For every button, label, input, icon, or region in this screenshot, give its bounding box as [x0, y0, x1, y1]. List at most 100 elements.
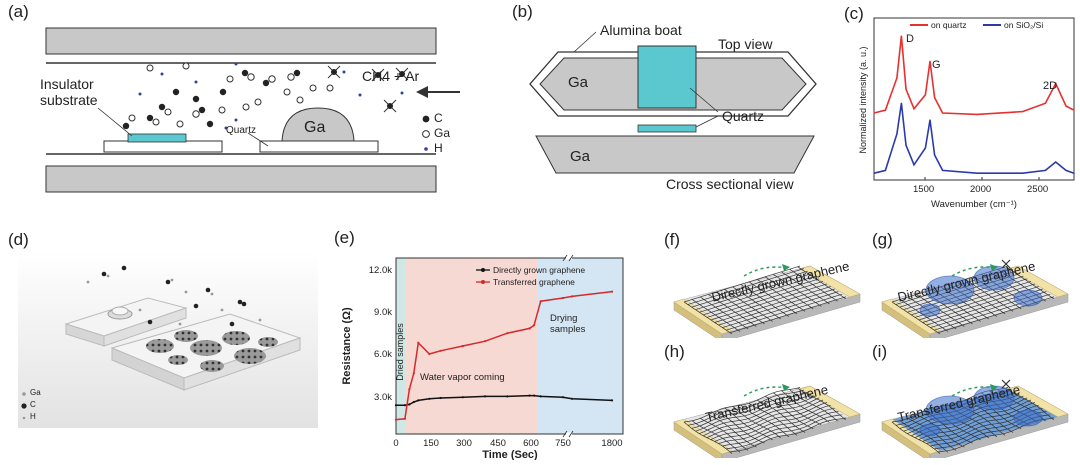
- legend-c: C: [434, 111, 443, 125]
- resistance-point-1-8: [483, 340, 487, 343]
- raman-x-tick-2500: 2500: [1027, 184, 1048, 195]
- panel-e: (e) 3.0k 6.0k 9.0k 12.0k 0 150 300 450 6…: [330, 222, 650, 461]
- panel-label-e: (e): [334, 228, 355, 247]
- legend-h-d: H: [30, 412, 36, 421]
- x-tick-1800: 1800: [601, 438, 622, 449]
- legend-ga-icon-d: [22, 392, 26, 396]
- panel-b: (b) Alumina boat Top view Ga Quartz Ga C…: [500, 0, 830, 205]
- panel-label-f: (f): [664, 230, 681, 249]
- raman-spectra-chart: on quartz on SiO₂/Si D G 2D 1500 2000 25…: [858, 17, 1075, 210]
- panel-label-b: (b): [512, 2, 533, 21]
- raman-point-0-4: [905, 88, 907, 90]
- tube-bottom-wall: [45, 165, 437, 193]
- region-dried: [396, 258, 405, 434]
- region-drying: [537, 258, 623, 434]
- insulator-substrate: [127, 133, 187, 143]
- x-tick-600: 600: [523, 438, 539, 449]
- electrode-left: [673, 298, 733, 335]
- resistance-point-1-4: [417, 341, 420, 344]
- raman-point-0-7: [929, 60, 931, 62]
- quartz-top-view: [637, 45, 697, 109]
- resistance-point-0-6: [439, 396, 442, 400]
- graphene-domains: [146, 330, 278, 372]
- raman-point-1-12: [1044, 169, 1047, 171]
- resistance-point-0-15: [610, 399, 614, 402]
- raman-point-0-0: [873, 112, 875, 114]
- insulator-label-1: Insulator: [40, 76, 94, 92]
- resistance-point-1-15: [610, 290, 614, 293]
- resistance-point-0-4: [417, 399, 420, 402]
- legend-marker-direct: [481, 268, 485, 272]
- region-water: [405, 258, 537, 434]
- electrode-right: [1007, 265, 1069, 298]
- legend-c-d: C: [30, 400, 36, 409]
- water-droplet-0: [925, 395, 975, 425]
- x-tick-750: 750: [555, 438, 571, 449]
- alumina-boat-label: Alumina boat: [600, 22, 682, 38]
- panel-label-h: (h): [664, 342, 685, 361]
- panel-g: (g) Directly grown graphene: [868, 228, 1080, 343]
- raman-point-0-13: [1055, 83, 1057, 85]
- raman-point-0-8: [933, 97, 936, 99]
- raman-legend: on quartz on SiO₂/Si: [910, 20, 1043, 30]
- panel-f: (f) Directly grown graphene: [660, 228, 865, 343]
- graphene-sheet-h: [673, 384, 861, 463]
- legend-h-icon-d: [22, 416, 26, 420]
- panel-label-a: (a): [8, 2, 29, 21]
- resistance-point-0-1: [403, 404, 407, 407]
- gas-molecules: [122, 62, 409, 130]
- water-droplet-0: [925, 275, 975, 305]
- electrode-right: [799, 385, 861, 418]
- resistance-point-0-13: [561, 396, 565, 399]
- resistance-point-0-5: [428, 397, 431, 400]
- legend-text-sio2: on SiO₂/Si: [1004, 20, 1043, 30]
- graphene-sheet-f: [673, 264, 861, 343]
- resistance-point-1-9: [506, 332, 509, 335]
- resistance-point-1-13: [561, 296, 565, 300]
- annotation-water: Water vapor coming: [420, 372, 505, 383]
- graphene-sheet-i: [881, 379, 1069, 463]
- charge-arrow-head: [990, 264, 998, 271]
- x-tick-450: 450: [490, 438, 506, 449]
- legend-ga: Ga: [434, 126, 451, 140]
- raman-x-tick-2000: 2000: [970, 184, 991, 195]
- resistance-point-0-8: [483, 395, 487, 398]
- resistance-point-0-11: [532, 394, 536, 397]
- cross-section-label: Cross sectional view: [666, 176, 794, 192]
- peak-label-2d: 2D: [1043, 80, 1057, 92]
- alumina-boat-schematic: [529, 31, 817, 174]
- gallium-legend-icon: [422, 130, 430, 138]
- ga-cross-label: Ga: [570, 148, 591, 165]
- top-view-label: Top view: [718, 36, 773, 52]
- quartz-side-view: [637, 124, 697, 133]
- ga-droplet-label: Ga: [304, 119, 326, 136]
- raman-point-1-0: [873, 172, 875, 174]
- resistance-point-0-2: [408, 403, 411, 406]
- y-tick-12k: 12.0k: [369, 265, 392, 276]
- raman-series-group: [873, 35, 1075, 174]
- resistance-point-0-7: [461, 396, 464, 399]
- gallium-droplet: [281, 107, 355, 142]
- raman-point-0-2: [896, 77, 898, 79]
- raman-series-1: [873, 103, 1075, 174]
- raman-x-tick-1500: 1500: [913, 184, 934, 195]
- x-tick-150: 150: [423, 438, 439, 449]
- raman-plot-frame: [873, 17, 1075, 181]
- insulator-label-2: substrate: [40, 92, 98, 108]
- raman-point-1-2: [896, 133, 898, 135]
- resistance-x-ticks: 0 150 300 450 600 750 1800: [393, 438, 622, 449]
- charge-arrow-head: [782, 384, 790, 391]
- raman-point-1-13: [1055, 161, 1057, 163]
- resistance-point-1-7: [461, 344, 464, 348]
- resistance-point-0-3: [412, 400, 415, 404]
- blocked-cross-icon: [1001, 259, 1011, 269]
- ga-top-label: Ga: [568, 74, 589, 91]
- resistance-plot-frame: [395, 257, 624, 435]
- graphene-sheet-g: [881, 259, 1069, 343]
- quartz-plate-right: [259, 140, 379, 153]
- raman-point-0-6: [924, 94, 927, 96]
- peak-label-g: G: [932, 59, 941, 71]
- raman-point-0-1: [884, 109, 887, 111]
- resistance-point-0-12: [539, 395, 542, 398]
- raman-point-1-15: [1073, 172, 1075, 174]
